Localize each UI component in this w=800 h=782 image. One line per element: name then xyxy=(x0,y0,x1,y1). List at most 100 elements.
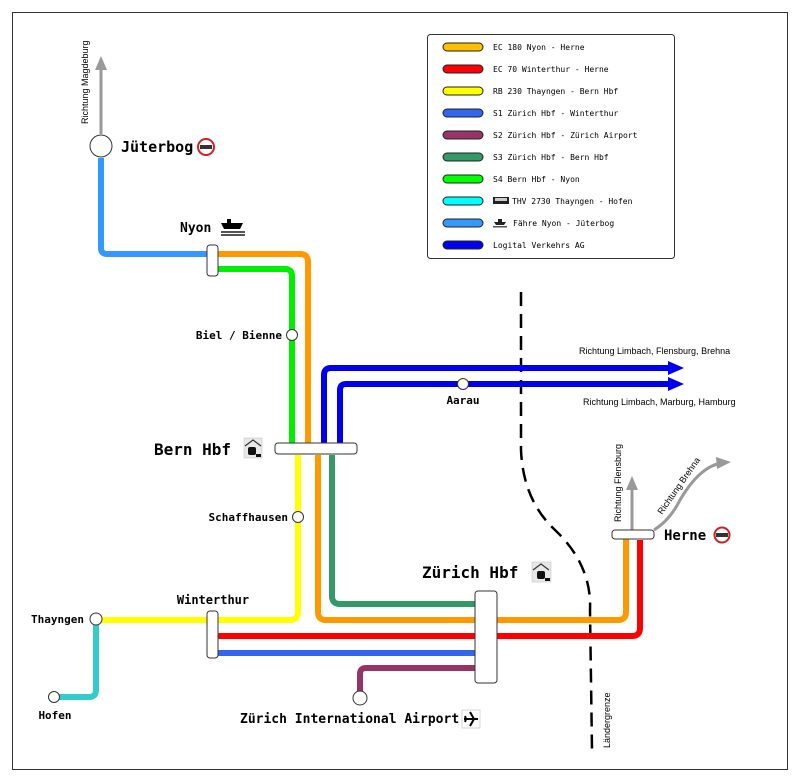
legend-label: S4 Bern Hbf - Nyon xyxy=(493,175,580,184)
line-ferry-nyon-jueterbog[interactable] xyxy=(98,158,213,257)
legend-item: S1 Zürich Hbf - Winterthur xyxy=(442,108,618,118)
station-jueterbog[interactable]: Jüterbog xyxy=(89,134,215,158)
legend-label: RB 230 Thayngen - Bern Hbf xyxy=(493,87,618,96)
direction-label-limbach-marburg-hamburg: Richtung Limbach, Marburg, Hamburg xyxy=(583,397,736,407)
legend-swatch xyxy=(442,86,484,96)
legend-swatch xyxy=(442,174,484,184)
train-station-icon xyxy=(243,437,263,459)
line-thv2730[interactable] xyxy=(56,624,99,700)
train-station-icon xyxy=(531,561,552,583)
station-winterthur[interactable]: Winterthur xyxy=(177,593,249,659)
legend-label: EC 70 Winterthur - Herne xyxy=(493,65,609,74)
station-label: Herne xyxy=(664,528,706,544)
line-logital-lower[interactable] xyxy=(337,381,672,445)
country-border-line xyxy=(519,292,594,751)
legend: EC 180 Nyon - Herne EC 70 Winterthur - He… xyxy=(427,34,675,259)
station-hofen[interactable]: Hofen xyxy=(38,691,72,723)
line-ec70[interactable] xyxy=(213,540,643,639)
legend-swatch xyxy=(442,196,484,206)
legend-item: THV 2730 Thayngen - Hofen xyxy=(442,196,633,206)
legend-item: EC 180 Nyon - Herne xyxy=(442,42,585,52)
station-label: Hofen xyxy=(38,709,71,722)
station-zuerich[interactable]: Zürich Hbf xyxy=(422,561,552,684)
station-marker[interactable] xyxy=(89,612,103,626)
line-logital-upper[interactable] xyxy=(321,365,672,445)
arrow-head-magdeburg xyxy=(95,56,107,70)
station-label: Nyon xyxy=(180,221,211,236)
legend-item: EC 70 Winterthur - Herne xyxy=(442,64,609,74)
legend-item: Logital Verkehrs AG xyxy=(442,240,585,250)
station-label: Aarau xyxy=(446,394,479,407)
legend-label: S2 Zürich Hbf - Zürich Airport xyxy=(493,131,638,140)
station-airport[interactable]: Zürich International Airport xyxy=(240,690,481,729)
legend-item: S2 Zürich Hbf - Zürich Airport xyxy=(442,130,638,140)
line-rb230[interactable] xyxy=(96,455,301,623)
station-label: Zürich Hbf xyxy=(422,563,518,582)
border-label: Ländergrenze xyxy=(602,692,612,748)
station-marker[interactable] xyxy=(206,610,219,659)
station-thayngen[interactable]: Thayngen xyxy=(31,612,103,626)
legend-swatch xyxy=(442,130,484,140)
legend-swatch xyxy=(442,42,484,52)
legend-label: EC 180 Nyon - Herne xyxy=(493,43,585,52)
legend-swatch xyxy=(442,218,484,228)
direction-arrow-brehna xyxy=(653,461,723,532)
direction-label-limbach-flensburg-brehna: Richtung Limbach, Flensburg, Brehna xyxy=(579,346,730,356)
legend-label: S1 Zürich Hbf - Winterthur xyxy=(493,109,618,118)
station-marker[interactable] xyxy=(48,691,60,703)
station-label: Zürich International Airport xyxy=(240,712,459,727)
ferry-icon xyxy=(221,219,245,236)
legend-item: S4 Bern Hbf - Nyon xyxy=(442,174,580,184)
line-s2[interactable] xyxy=(357,665,476,692)
legend-label: THV 2730 Thayngen - Hofen xyxy=(512,197,633,206)
no-entry-icon xyxy=(197,138,215,156)
legend-label: S3 Zürich Hbf - Bern Hbf xyxy=(493,153,609,162)
legend-swatch xyxy=(442,240,484,250)
station-label: Jüterbog xyxy=(121,138,193,156)
station-label: Schaffhausen xyxy=(209,511,288,524)
legend-item: S3 Zürich Hbf - Bern Hbf xyxy=(442,152,609,162)
ferry-icon xyxy=(493,219,507,228)
station-nyon[interactable]: Nyon xyxy=(180,219,245,277)
arrow-head-flensburg xyxy=(626,476,638,490)
legend-box xyxy=(427,34,675,259)
legend-swatch xyxy=(442,108,484,118)
station-marker[interactable] xyxy=(474,590,498,684)
station-label: Biel / Bienne xyxy=(196,329,282,342)
legend-swatch xyxy=(442,152,484,162)
station-marker[interactable] xyxy=(352,690,368,706)
no-entry-icon xyxy=(713,526,731,544)
direction-magdeburg: Richtung Magdeburg xyxy=(80,40,107,134)
line-s4[interactable] xyxy=(213,266,295,445)
direction-flensburg: Richtung Flensburg xyxy=(613,444,638,530)
line-ec180[interactable] xyxy=(213,251,629,623)
line-s3[interactable] xyxy=(329,455,476,607)
station-marker[interactable] xyxy=(206,244,219,277)
station-marker[interactable] xyxy=(292,511,304,523)
station-biel[interactable]: Biel / Bienne xyxy=(196,329,298,342)
arrow-head-brehna xyxy=(716,457,731,469)
station-label: Winterthur xyxy=(177,593,249,607)
legend-label: Fähre Nyon - Jüterbog xyxy=(513,219,614,228)
station-bern[interactable]: Bern Hbf xyxy=(154,437,358,459)
arrow-head-logital-lower xyxy=(668,377,684,391)
direction-label-magdeburg: Richtung Magdeburg xyxy=(80,40,90,124)
station-aarau[interactable]: Aarau xyxy=(446,378,480,408)
station-marker[interactable] xyxy=(274,442,358,455)
station-herne[interactable]: Herne xyxy=(611,526,731,545)
station-label: Bern Hbf xyxy=(154,440,231,459)
bus-icon xyxy=(493,197,509,204)
station-marker[interactable] xyxy=(89,134,113,158)
station-marker[interactable] xyxy=(611,529,655,540)
station-schaffhausen[interactable]: Schaffhausen xyxy=(209,511,304,524)
arrow-head-logital-upper xyxy=(668,361,684,375)
direction-label-flensburg: Richtung Flensburg xyxy=(613,444,623,522)
legend-item: Fähre Nyon - Jüterbog xyxy=(442,218,614,228)
station-label: Thayngen xyxy=(31,613,84,626)
legend-item: RB 230 Thayngen - Bern Hbf xyxy=(442,86,618,96)
legend-label: Logital Verkehrs AG xyxy=(493,241,585,250)
station-marker[interactable] xyxy=(286,329,298,341)
airplane-icon xyxy=(461,709,481,729)
station-marker[interactable] xyxy=(457,378,469,390)
